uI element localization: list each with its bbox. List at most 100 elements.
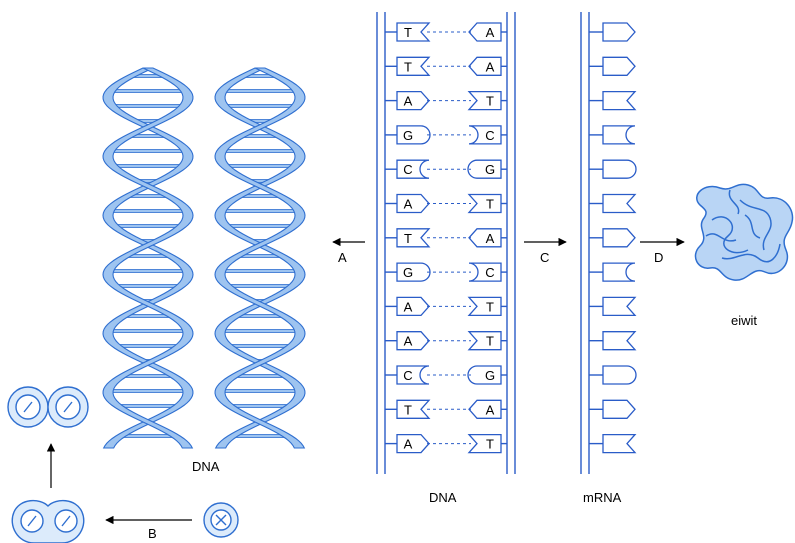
arrow-d-label: D: [654, 250, 664, 265]
base-left: [396, 296, 430, 317]
helix-rung: [226, 284, 294, 288]
helix-rung: [114, 284, 182, 288]
base-left-letter: T: [404, 231, 412, 246]
base-left: [396, 90, 430, 111]
base-left-letter: T: [404, 25, 412, 40]
base-right: [468, 56, 502, 76]
base-left: [396, 22, 431, 42]
mrna-base: [589, 331, 637, 351]
base-right-letter: T: [486, 437, 494, 452]
base-right: [468, 22, 502, 42]
mrna-base: [589, 56, 636, 76]
helix-rung: [108, 209, 188, 213]
base-left-letter: C: [403, 368, 412, 383]
helix-rung: [224, 164, 296, 168]
dna-helix-label: DNA: [192, 459, 220, 474]
helix-rung: [229, 404, 291, 408]
helix-strand-front: [214, 67, 306, 449]
base-right-letter: T: [486, 94, 494, 109]
helix-rung: [232, 434, 288, 438]
base-left: [396, 56, 431, 76]
helix-strand-back: [214, 67, 306, 449]
helix-rung: [108, 269, 188, 273]
helix-rung: [109, 89, 187, 93]
base-left: [396, 262, 431, 282]
single-cell-icon: [203, 502, 239, 538]
helix-rung: [109, 149, 187, 153]
base-right-letter: G: [485, 368, 495, 383]
helix-rung: [221, 89, 299, 93]
base-right: [467, 159, 502, 179]
base-left-letter: T: [404, 402, 412, 417]
mrna-base: [589, 125, 636, 145]
arrow-a-label: A: [338, 250, 347, 265]
base-right: [467, 193, 502, 214]
base-left: [396, 159, 430, 179]
base-left-letter: C: [403, 162, 412, 177]
mrna-base: [589, 262, 636, 282]
helix-strand-back: [102, 67, 194, 449]
mrna-base: [589, 296, 637, 317]
helix-rung: [120, 434, 176, 438]
helix-rung: [113, 224, 183, 228]
mrna-base: [589, 399, 636, 419]
arrow-c-label: C: [540, 250, 550, 265]
base-left: [396, 228, 431, 248]
base-right: [468, 399, 502, 419]
dna-double-helix-left: [102, 67, 194, 449]
mrna-base: [589, 159, 637, 179]
helix-rung: [112, 164, 184, 168]
base-left: [396, 365, 430, 385]
base-right: [467, 331, 502, 351]
base-right: [467, 433, 502, 454]
base-right-letter: G: [485, 162, 495, 177]
helix-rung: [220, 269, 300, 273]
base-left-letter: T: [404, 59, 412, 74]
base-right-letter: C: [485, 265, 494, 280]
mrna-base: [589, 193, 637, 214]
helix-rung: [117, 404, 179, 408]
helix-rung: [225, 224, 295, 228]
helix-strand-front: [102, 67, 194, 449]
helix-rung: [228, 344, 292, 348]
helix-rung: [116, 344, 180, 348]
mrna-label: mRNA: [583, 490, 622, 505]
base-left-letter: A: [404, 334, 413, 349]
base-left-letter: A: [404, 299, 413, 314]
protein-label: eiwit: [731, 313, 758, 328]
base-left: [396, 125, 431, 145]
base-left: [396, 331, 430, 351]
mrna-base: [589, 90, 637, 111]
base-right-letter: C: [485, 128, 494, 143]
mrna-strand: [580, 12, 637, 474]
base-right-letter: T: [486, 299, 494, 314]
base-right-letter: T: [486, 197, 494, 212]
base-left: [396, 193, 430, 214]
helix-rung: [107, 329, 189, 333]
helix-rung: [111, 104, 185, 108]
base-right-letter: A: [486, 402, 495, 417]
mrna-base: [589, 365, 637, 385]
base-left-letter: G: [403, 265, 413, 280]
dna-ladder-label: DNA: [429, 490, 457, 505]
mrna-base: [589, 22, 636, 42]
mrna-base: [589, 433, 637, 454]
helix-rung: [220, 209, 300, 213]
helix-rung: [219, 329, 301, 333]
base-left-letter: A: [404, 94, 413, 109]
base-left: [396, 399, 431, 419]
base-right-letter: T: [486, 334, 494, 349]
